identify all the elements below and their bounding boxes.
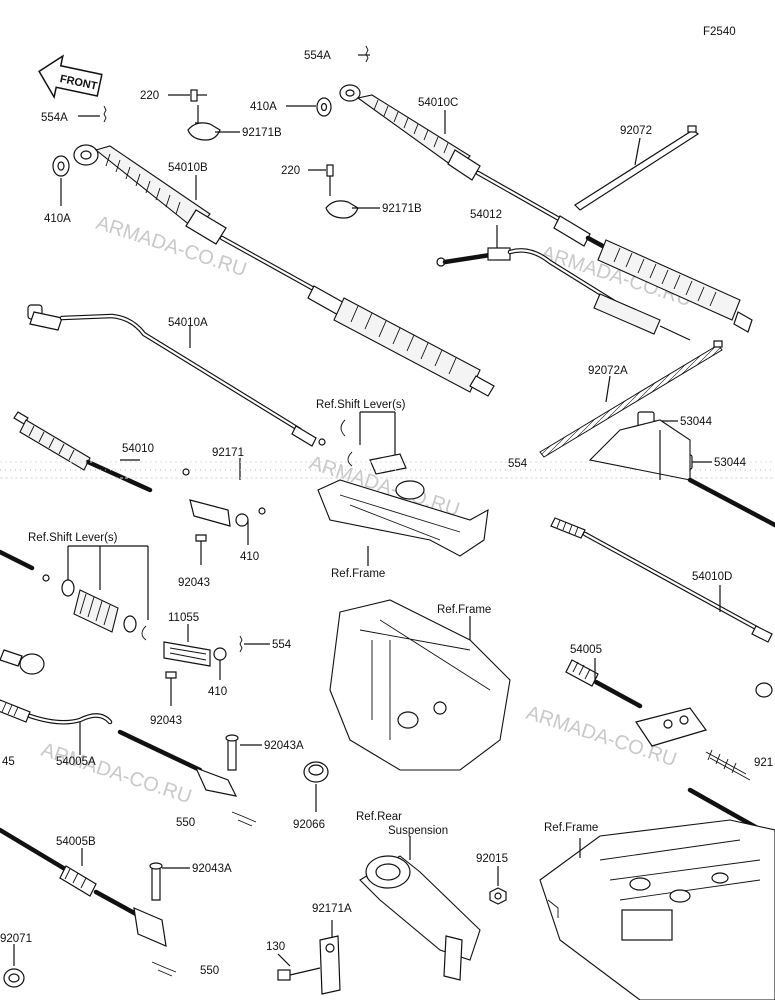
label-54005A: 54005A: [56, 756, 96, 768]
label-220-b: 220: [281, 165, 300, 177]
lever-11055: [163, 624, 227, 706]
label-130: 130: [266, 941, 285, 953]
label-ref-shift-lever-a: Ref.Shift Lever(s): [316, 399, 406, 411]
label-54010C: 54010C: [418, 97, 458, 109]
tie-92072: [574, 125, 700, 211]
cable-54010B: [73, 144, 495, 397]
label-410A-b: 410A: [44, 213, 71, 225]
knob-left: [0, 649, 45, 675]
pin-554: [239, 635, 270, 653]
label-ref-shift-lever-b: Ref.Shift Lever(s): [28, 532, 118, 544]
watermark: ARMADA-CO.RU: [93, 212, 249, 281]
cap-92066: [303, 761, 329, 812]
label-54010A: 54010A: [168, 317, 208, 329]
shift-lever-assembly-upper: [340, 411, 407, 475]
cable-54010C: [339, 84, 753, 333]
frame-section-lower-right: [539, 819, 775, 1000]
bolt-130: [277, 953, 321, 981]
washer-410A: [52, 155, 70, 206]
cable-54005B: [0, 827, 190, 988]
label-410-a: 410: [240, 551, 259, 563]
clevis-assembly-upper: [117, 729, 262, 827]
label-53044-a: 53044: [680, 416, 713, 428]
front-arrow-icon: FRONT: [38, 54, 103, 100]
label-ref-frame-a: Ref.Frame: [331, 568, 385, 580]
figure-code: F2540: [703, 26, 736, 38]
label-92072A: 92072A: [588, 365, 628, 377]
label-92043-a: 92043: [178, 577, 210, 589]
clamp-92171B: [187, 122, 240, 141]
rear-suspension-arm: [359, 836, 481, 961]
bolt-220: [308, 164, 334, 196]
label-45: 45: [2, 756, 15, 768]
label-550-b: 550: [200, 965, 219, 977]
label-92171A: 92171A: [312, 903, 352, 915]
label-ref-frame-b: Ref.Frame: [437, 604, 491, 616]
label-410-b: 410: [208, 686, 227, 698]
tie-92072A: [539, 340, 723, 458]
bracket-pivot: [182, 468, 266, 565]
label-53044-b: 53044: [714, 457, 747, 469]
washer-410A: [286, 97, 332, 117]
label-54012: 54012: [470, 209, 502, 221]
frame-section-right-upper: [588, 419, 691, 481]
label-54010B: 54010B: [168, 162, 208, 174]
label-54010D: 54010D: [692, 571, 732, 583]
label-ref-rear-suspension-1: Ref.Rear: [356, 811, 402, 823]
shift-lever-assembly-lower: [0, 545, 149, 641]
label-54010: 54010: [122, 443, 154, 455]
label-92015: 92015: [476, 853, 508, 865]
frame-section-middle: [329, 599, 511, 771]
bolt-220: [168, 89, 207, 124]
label-54005: 54005: [570, 644, 602, 656]
cable-54010: [13, 411, 153, 493]
watermark: ARMADA-CO.RU: [38, 739, 194, 808]
label-92066: 92066: [293, 819, 325, 831]
label-554: 554: [508, 458, 528, 470]
label-ref-rear-suspension-2: Suspension: [388, 825, 448, 837]
label-92171B-b: 92171B: [382, 203, 422, 215]
clamp-92171B: [325, 200, 380, 219]
pin-554A: [78, 105, 107, 123]
label-92071: 92071: [0, 933, 32, 945]
label-220-a: 220: [140, 90, 159, 102]
label-92043A-a: 92043A: [264, 740, 304, 752]
cable-54010A: [27, 304, 326, 447]
label-554-b: 554: [272, 639, 292, 651]
pin-554A: [358, 45, 370, 63]
label-550-a: 550: [176, 817, 195, 829]
label-ref-frame-c: Ref.Frame: [544, 822, 598, 834]
label-54005B: 54005B: [56, 836, 96, 848]
bracket-92171A: [319, 920, 463, 995]
label-92043A-b: 92043A: [192, 863, 232, 875]
label-554A-left: 554A: [41, 112, 68, 124]
label-92171B-a: 92171B: [242, 127, 282, 139]
label-554A-top: 554A: [304, 50, 331, 62]
label-921: 921: [754, 757, 773, 769]
frame-section-upper: [317, 479, 489, 566]
label-92171: 92171: [212, 447, 244, 459]
nut-92015: [489, 866, 507, 905]
cable-54012: [436, 225, 691, 341]
label-410A-a: 410A: [250, 101, 277, 113]
label-92043-b: 92043: [150, 715, 182, 727]
label-11055: 11055: [168, 612, 199, 624]
label-92072: 92072: [620, 125, 652, 137]
cable-54010D: [550, 477, 775, 643]
cable-54005A: [0, 699, 113, 755]
